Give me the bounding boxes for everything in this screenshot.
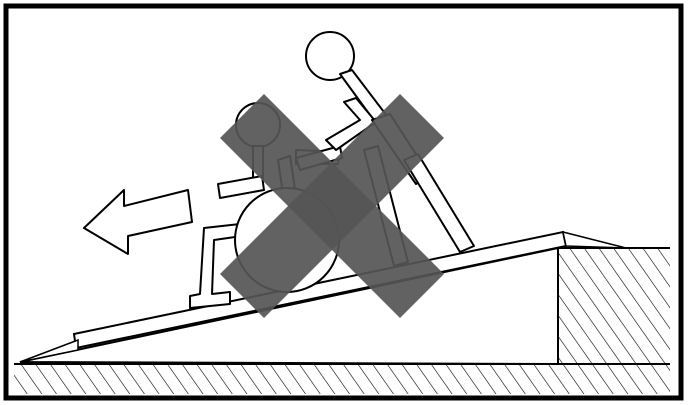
x-mark-icon <box>220 94 444 318</box>
left-arrow-icon <box>83 189 193 255</box>
ground <box>14 363 670 394</box>
caregiver-head <box>305 31 355 81</box>
platform <box>557 247 670 364</box>
